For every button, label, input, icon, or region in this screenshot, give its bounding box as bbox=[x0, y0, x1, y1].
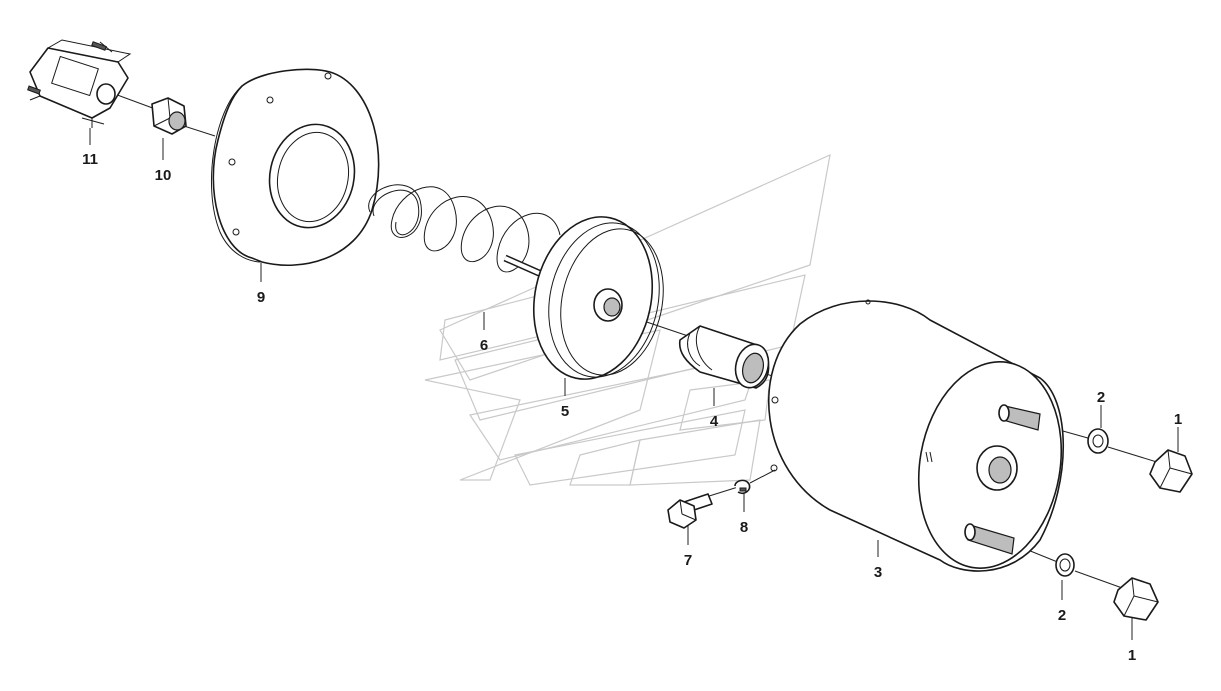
part-9-cover bbox=[210, 68, 380, 267]
callout-9: 9 bbox=[257, 289, 265, 306]
part-7-bolt bbox=[667, 493, 713, 529]
part-1-nut-upper bbox=[1149, 449, 1193, 493]
callout-10: 10 bbox=[155, 167, 172, 184]
part-4-bushing bbox=[678, 325, 770, 389]
callout-3: 3 bbox=[874, 564, 882, 581]
part-3-cylinder bbox=[768, 299, 1065, 572]
part-10-hex-nut bbox=[151, 97, 187, 135]
part-11-clevis bbox=[27, 39, 132, 128]
callout-8: 8 bbox=[740, 519, 748, 536]
callout-labels: 11 10 9 6 5 4 3 2 1 2 1 7 8 bbox=[82, 151, 1182, 664]
callout-4: 4 bbox=[710, 413, 719, 430]
callout-1-upper: 1 bbox=[1174, 411, 1182, 428]
part-8-clip bbox=[734, 479, 751, 495]
callout-2-lower: 2 bbox=[1058, 607, 1066, 624]
part-2-washer-lower bbox=[1055, 553, 1075, 577]
callout-7: 7 bbox=[684, 552, 692, 569]
callout-1-lower: 1 bbox=[1128, 647, 1136, 664]
callout-11: 11 bbox=[82, 151, 98, 168]
callout-5: 5 bbox=[561, 403, 569, 420]
callout-6: 6 bbox=[480, 337, 488, 354]
part-2-washer-upper bbox=[1087, 428, 1109, 454]
watermark-logo bbox=[424, 153, 831, 486]
callout-2-upper: 2 bbox=[1097, 389, 1105, 406]
part-1-nut-lower bbox=[1113, 577, 1159, 621]
part-5-piston bbox=[503, 216, 664, 380]
part-6-spring bbox=[368, 184, 561, 273]
